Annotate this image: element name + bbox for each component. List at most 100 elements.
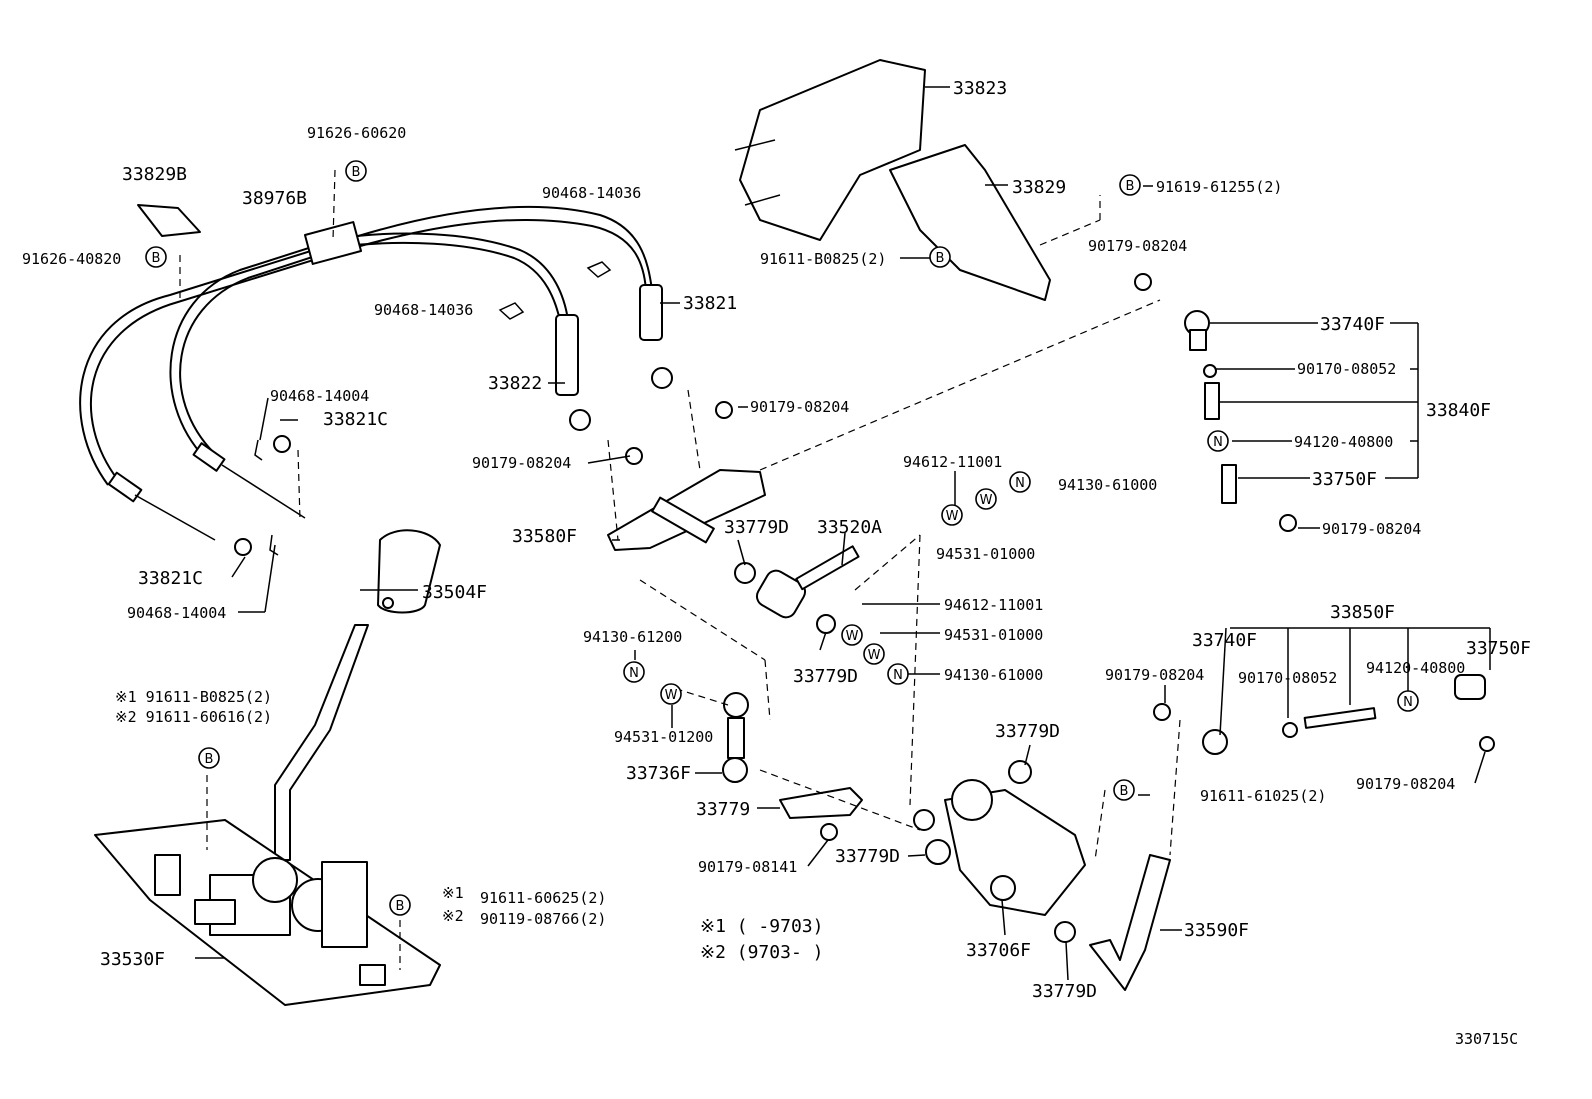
svg-text:W: W: [868, 648, 881, 663]
part-label: 33821C: [323, 409, 388, 430]
part-label: 33740F: [1192, 630, 1257, 651]
part-label: 90468-14004: [127, 604, 226, 622]
part-label: 33580F: [512, 526, 577, 547]
part-label: 33779D: [724, 517, 789, 538]
bracket-assembly: [734, 59, 1051, 301]
badge-b2: B: [145, 246, 167, 268]
part-label: 90179-08204: [1322, 520, 1421, 538]
part-label: 33706F: [966, 940, 1031, 961]
part-label: 90170-08052: [1238, 669, 1337, 687]
part-label: 33779D: [835, 846, 900, 867]
svg-text:B: B: [936, 251, 945, 266]
part-label: 33829: [1012, 177, 1066, 198]
svg-text:B: B: [152, 251, 161, 266]
shift-linkage: [234, 261, 1495, 991]
note-1: ※1 ( -9703): [700, 916, 823, 937]
svg-text:B: B: [1126, 179, 1135, 194]
part-label: 33590F: [1184, 920, 1249, 941]
part-label: 91611-61025(2): [1200, 787, 1326, 805]
svg-text:W: W: [846, 629, 859, 644]
svg-text:W: W: [946, 509, 959, 524]
part-label: 94531-01200: [614, 728, 713, 746]
shifter-assembly: [94, 529, 441, 1006]
badge-b1: B: [345, 160, 367, 182]
badge-b14: N: [1397, 690, 1419, 712]
part-label: 38976B: [242, 188, 307, 209]
badge-b13: N: [1207, 430, 1229, 452]
dashed-leaders: [179, 169, 1181, 970]
part-label: 91626-40820: [22, 250, 121, 268]
part-label: 90468-14036: [374, 301, 473, 319]
part-label: 94130-61000: [944, 666, 1043, 684]
badge-b11: N: [623, 661, 645, 683]
part-label: ※1: [442, 884, 464, 902]
svg-text:W: W: [980, 493, 993, 508]
part-label: 94531-01000: [936, 545, 1035, 563]
part-label: 91611-60625(2): [480, 889, 606, 907]
part-label: 90179-08204: [1088, 237, 1187, 255]
badge-b8: W: [841, 624, 863, 646]
badge-b9: W: [863, 643, 885, 665]
part-label: 91619-61255(2): [1156, 178, 1282, 196]
part-label: 33750F: [1466, 638, 1531, 659]
part-label: 33750F: [1312, 469, 1377, 490]
part-label: 90179-08204: [472, 454, 571, 472]
part-label: 33821C: [138, 568, 203, 589]
part-label: 33740F: [1320, 314, 1385, 335]
svg-text:B: B: [396, 899, 405, 914]
part-label: 94120-40800: [1366, 659, 1465, 677]
part-label: 90170-08052: [1297, 360, 1396, 378]
badge-b7: W: [975, 488, 997, 510]
part-label: ※1 91611-B0825(2): [115, 688, 272, 706]
diagram-code: 330715C: [1455, 1030, 1518, 1048]
badge-b15: B: [1113, 779, 1135, 801]
part-label: 33850F: [1330, 602, 1395, 623]
svg-text:W: W: [665, 688, 678, 703]
part-label: 33779D: [995, 721, 1060, 742]
part-label: 33821: [683, 293, 737, 314]
svg-text:B: B: [352, 165, 361, 180]
part-labels: 33829B 38976B 91626-60620 91626-40820 90…: [22, 78, 1531, 1002]
badge-b12: W: [660, 683, 682, 705]
badge-b6: N: [1009, 471, 1031, 493]
part-label: 94531-01000: [944, 626, 1043, 644]
badge-b16: B: [198, 747, 220, 769]
part-label: 91611-B0825(2): [760, 250, 886, 268]
part-label: 33840F: [1426, 400, 1491, 421]
svg-text:B: B: [1120, 784, 1129, 799]
part-label: ※2 91611-60616(2): [115, 708, 272, 726]
part-label: 94612-11001: [903, 453, 1002, 471]
part-label: 33736F: [626, 763, 691, 784]
part-label: 33530F: [100, 949, 165, 970]
part-label: 33779D: [793, 666, 858, 687]
leader-lines: [195, 86, 1491, 981]
part-label: 90179-08141: [698, 858, 797, 876]
badge-b17: B: [389, 894, 411, 916]
part-label: 33504F: [422, 582, 487, 603]
part-label: 94130-61000: [1058, 476, 1157, 494]
part-label: 33779D: [1032, 981, 1097, 1002]
svg-text:N: N: [893, 668, 903, 683]
part-label: ※2: [442, 907, 464, 925]
part-label: 94612-11001: [944, 596, 1043, 614]
part-label: 90179-08204: [1105, 666, 1204, 684]
badge-b10: N: [887, 663, 909, 685]
part-label: 90468-14036: [542, 184, 641, 202]
part-label: 90468-14004: [270, 387, 369, 405]
shift-cables: [79, 204, 663, 541]
part-label: 33823: [953, 78, 1007, 99]
badge-b5: W: [941, 504, 963, 526]
part-label: 94120-40800: [1294, 433, 1393, 451]
svg-text:N: N: [1015, 476, 1025, 491]
part-label: 90119-08766(2): [480, 910, 606, 928]
part-label: 90179-08204: [1356, 775, 1455, 793]
note-2: ※2 (9703- ): [700, 942, 823, 963]
part-label: 33779: [696, 799, 750, 820]
badge-b4: B: [1119, 174, 1141, 196]
svg-text:N: N: [1213, 435, 1223, 450]
part-label: 33520A: [817, 517, 882, 538]
svg-text:N: N: [1403, 695, 1413, 710]
badge-b3: B: [929, 246, 951, 268]
part-label: 94130-61200: [583, 628, 682, 646]
part-label: 33822: [488, 373, 542, 394]
